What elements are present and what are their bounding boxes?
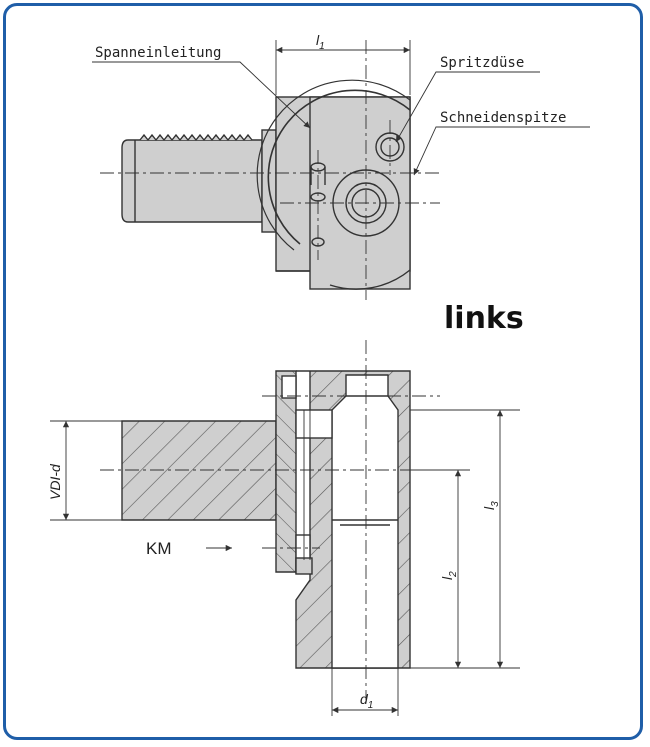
dimension-l1: l1 — [316, 32, 325, 52]
shank — [121, 139, 263, 223]
top-view — [92, 40, 590, 300]
bore-section — [331, 374, 399, 669]
shank-serration — [139, 133, 253, 142]
dimension-vdi: VDI-d — [47, 463, 63, 500]
label-schneidenspitze: Schneidenspitze — [440, 110, 566, 126]
label-spritzduese: Spritzdüse — [440, 55, 524, 71]
shank-section — [121, 420, 277, 521]
dimension-d1: d1 — [360, 691, 373, 711]
label-spanneinleitung: Spanneinleitung — [95, 45, 221, 61]
dimension-l2: l2 — [439, 571, 459, 580]
section-view — [121, 370, 411, 669]
label-km: KM — [146, 539, 172, 558]
side-label-links: links — [444, 301, 524, 336]
dimension-l3: l3 — [481, 501, 501, 510]
